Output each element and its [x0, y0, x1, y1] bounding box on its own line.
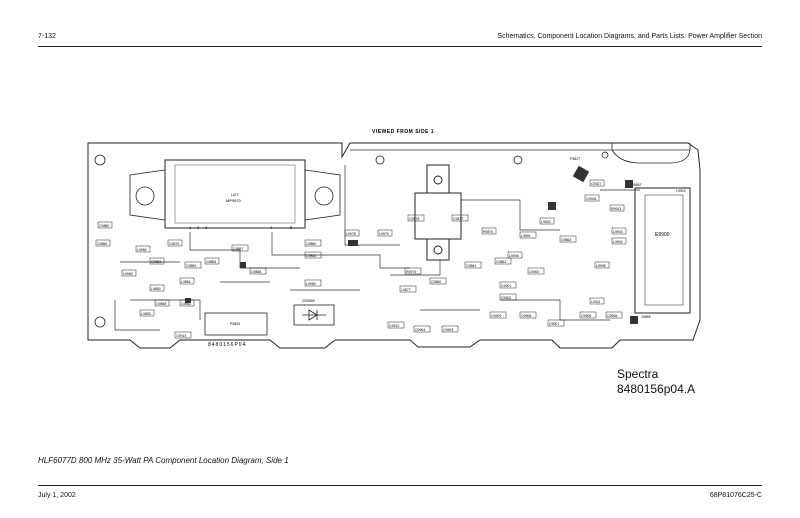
- component-label: E9900: [655, 232, 670, 238]
- section-title: Schematics, Component Location Diagrams,…: [497, 33, 762, 40]
- component-label: L9906: [509, 254, 519, 258]
- component-label: C9860: [431, 280, 441, 284]
- component-label: L9901: [521, 234, 531, 238]
- stamp-line-1: Spectra: [617, 367, 659, 381]
- component-label: R9975: [406, 270, 416, 274]
- component-labels: C9880 L9980 C9857 C9870 C9880 L9980 R997…: [95, 157, 686, 339]
- component-label: C9926: [586, 197, 596, 201]
- component-label: C9856: [97, 242, 107, 246]
- component-label: L9980: [306, 282, 316, 286]
- connector: [204, 312, 268, 336]
- component-label: C9907: [549, 322, 559, 326]
- component-label: C9863: [561, 238, 571, 242]
- component-label: L9904: [613, 240, 623, 244]
- component-label: C9880: [99, 224, 109, 228]
- right-module: [634, 187, 691, 314]
- component-label: R9913: [611, 207, 621, 211]
- pin-label: 1: [189, 225, 192, 230]
- mounting-hole: [513, 155, 523, 165]
- component-label: L9902: [541, 220, 551, 224]
- component-label: C9855: [156, 302, 166, 306]
- view-label: VIEWED FROM SIDE 1: [372, 129, 434, 135]
- footer-rule: [38, 485, 762, 486]
- component-label: C9908: [521, 314, 531, 318]
- component-label: L9850: [151, 287, 161, 291]
- component-label: L9911: [591, 300, 601, 304]
- mounting-hole: [94, 154, 106, 166]
- component-label: C9876: [409, 217, 419, 221]
- mounting-hole: [601, 151, 609, 159]
- component-label: C9912: [389, 324, 399, 328]
- component-label: C9927: [591, 182, 601, 186]
- pin-label: 3: [205, 225, 208, 230]
- component-label: C9903: [443, 328, 453, 332]
- component-label: C9877: [453, 217, 463, 221]
- component-label: L9979: [379, 232, 389, 236]
- drawing-stamp: Spectra 8480156p04.A: [617, 367, 695, 397]
- pin-label: 5: [290, 225, 293, 230]
- page-number: 7-132: [38, 33, 56, 40]
- component-label: C9859: [186, 264, 196, 268]
- component-label: L9910: [676, 189, 686, 193]
- header-rule: [38, 46, 762, 47]
- pin-label: 4: [270, 225, 273, 230]
- figure-caption: HLF6077D 800 MHz 35-Watt PA Component Lo…: [38, 456, 289, 465]
- component-label: C9858: [251, 270, 261, 274]
- mounting-hole: [94, 316, 106, 328]
- component-label: C9905: [581, 314, 591, 318]
- component-label: C9854: [206, 260, 216, 264]
- component-label: C9870: [169, 242, 179, 246]
- component-label: C9857: [233, 247, 243, 251]
- component-label: P9827: [570, 157, 580, 161]
- ic-part: MP9670: [226, 198, 242, 203]
- component-label: P9803: [230, 322, 240, 326]
- component-label: L9960: [123, 272, 133, 276]
- component-label: C9904: [415, 328, 425, 332]
- component-label: C9900: [529, 270, 539, 274]
- board-marking: 8480156P04: [208, 342, 246, 348]
- component-label: C9852: [181, 302, 191, 306]
- component-label: C9861: [466, 264, 476, 268]
- diode: [293, 304, 335, 326]
- mounting-hole: [375, 155, 385, 165]
- component-label: C9902: [501, 296, 511, 300]
- component-label: C9909: [491, 314, 501, 318]
- component-label: C9913: [176, 334, 186, 338]
- component-label: J9858: [641, 315, 651, 319]
- ic-label: U27: [231, 192, 239, 197]
- component-label: R9876: [483, 230, 493, 234]
- footer-doc-number: 68P81076C25-C: [709, 492, 762, 499]
- pin-label: 2: [197, 225, 200, 230]
- component-label: L9905: [596, 264, 606, 268]
- component-label: C9862: [496, 260, 506, 264]
- component-label: L9903: [613, 230, 623, 234]
- component-label: CR9850: [302, 299, 315, 303]
- component-label: C9906: [607, 314, 617, 318]
- component-label: L9978: [346, 232, 356, 236]
- component-label: J9857: [632, 183, 642, 187]
- stamp-line-2: 8480156p04.A: [617, 382, 696, 396]
- component-label: L9853: [141, 312, 151, 316]
- footer-date: July 1, 2002: [38, 492, 76, 499]
- component-label: C9901: [501, 284, 511, 288]
- component-label: C9880: [306, 242, 316, 246]
- component-label: C9850: [306, 254, 316, 258]
- component-label: L9851: [181, 280, 191, 284]
- component-label: L9877: [401, 288, 411, 292]
- component-label: L9980: [137, 248, 147, 252]
- board-outline: [87, 142, 701, 349]
- component-label: C9853: [151, 260, 161, 264]
